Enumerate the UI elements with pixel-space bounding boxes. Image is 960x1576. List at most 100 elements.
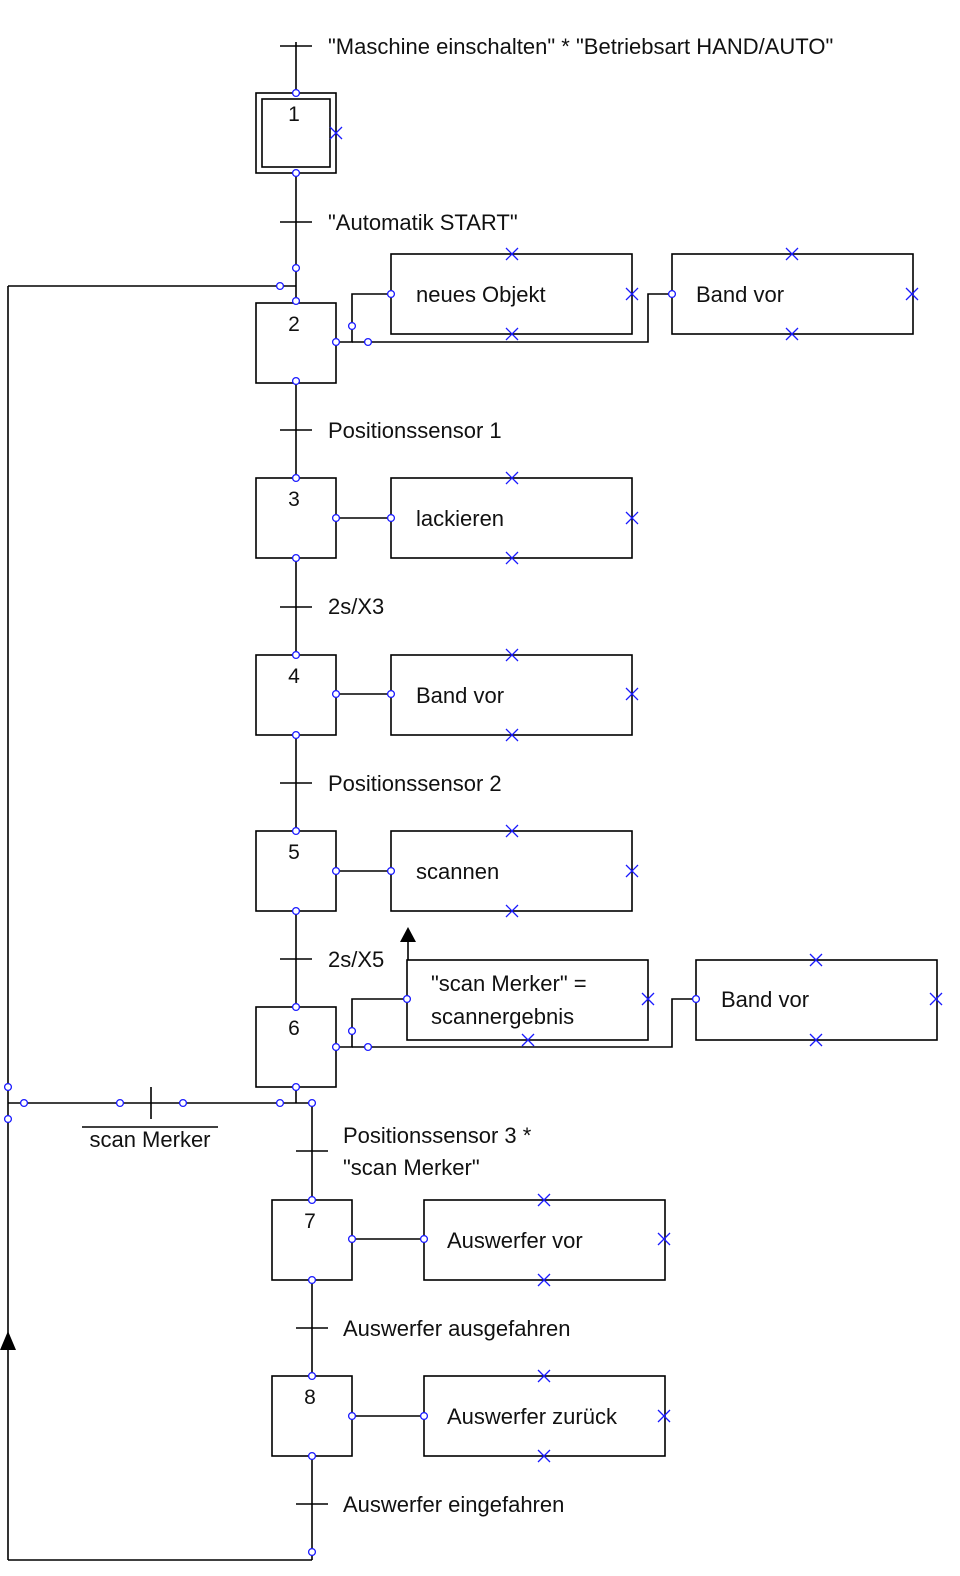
- connection-cross: [641, 992, 655, 1006]
- connection-dot: [307, 1371, 317, 1381]
- connection-cross: [625, 687, 639, 701]
- connection-cross: [905, 287, 919, 301]
- connection-dot: [291, 1082, 301, 1092]
- action-label: Band vor: [696, 282, 784, 307]
- connection-dot: [307, 1451, 317, 1461]
- action-band-vor-step2[interactable]: Band vor: [671, 253, 914, 335]
- connection-cross: [537, 1369, 551, 1383]
- connection-dot: [386, 513, 396, 523]
- action-label: scannen: [416, 859, 499, 884]
- action-auswerfer-vor[interactable]: Auswerfer vor: [423, 1199, 666, 1281]
- connection-dot: [3, 1082, 13, 1092]
- connection-dot: [347, 1411, 357, 1421]
- connection-dot: [3, 1114, 13, 1124]
- connection-dot: [291, 730, 301, 740]
- action-scannen[interactable]: scannen: [390, 830, 633, 912]
- connection-dot: [275, 1098, 285, 1108]
- transition-label: 2s/X3: [328, 594, 384, 619]
- action-label: Band vor: [416, 683, 504, 708]
- transition-label: Auswerfer eingefahren: [343, 1492, 564, 1517]
- connection-dot: [291, 376, 301, 386]
- connection-cross: [505, 327, 519, 341]
- action-label: Band vor: [721, 987, 809, 1012]
- step-number: 7: [304, 1210, 316, 1233]
- loop-arrow-up: [0, 1331, 16, 1350]
- action-lackieren[interactable]: lackieren: [390, 477, 633, 559]
- step-1[interactable]: 1: [255, 92, 337, 174]
- connection-dot: [307, 1275, 317, 1285]
- connection-cross: [505, 551, 519, 565]
- connection-dot: [386, 289, 396, 299]
- connection-dot: [291, 296, 301, 306]
- transition-label: Auswerfer ausgefahren: [343, 1316, 570, 1341]
- step-number: 4: [288, 665, 300, 688]
- transition-label-line2: "scan Merker": [343, 1155, 480, 1180]
- connection-dot: [667, 289, 677, 299]
- connection-dot: [307, 1547, 317, 1557]
- step-number: 1: [288, 103, 300, 126]
- connection-cross: [625, 511, 639, 525]
- transition-label: Positionssensor 1: [328, 418, 502, 443]
- step-5[interactable]: 5: [255, 830, 337, 912]
- connection-cross: [537, 1193, 551, 1207]
- connection-cross: [505, 648, 519, 662]
- connection-dot: [291, 88, 301, 98]
- actions: neues Objekt Band vor lackieren Band vor…: [390, 253, 938, 1457]
- action-auswerfer-zurueck[interactable]: Auswerfer zurück: [423, 1375, 666, 1457]
- connection-cross: [505, 471, 519, 485]
- step-4[interactable]: 4: [255, 654, 337, 736]
- step-number: 8: [304, 1386, 316, 1409]
- connection-dot: [291, 906, 301, 916]
- connection-cross: [785, 247, 799, 261]
- connection-dot: [291, 826, 301, 836]
- action-label: "scan Merker" =: [431, 971, 587, 996]
- transition-label: Positionssensor 2: [328, 771, 502, 796]
- branch-transition-label: scan Merker: [89, 1127, 210, 1152]
- effect-arrow-up: [400, 927, 416, 942]
- step-number: 5: [288, 841, 300, 864]
- transition-label: "Automatik START": [328, 210, 518, 235]
- connection-dot: [331, 689, 341, 699]
- action-scan-merker[interactable]: "scan Merker" = scannergebnis: [406, 959, 649, 1041]
- action-band-vor-step4[interactable]: Band vor: [390, 654, 633, 736]
- action-label: neues Objekt: [416, 282, 546, 307]
- connection-dot: [419, 1234, 429, 1244]
- action-label: Auswerfer vor: [447, 1228, 583, 1253]
- action-label-line2: scannergebnis: [431, 1004, 574, 1029]
- connection-dot: [178, 1098, 188, 1108]
- connection-cross: [505, 824, 519, 838]
- action-neues-objekt[interactable]: neues Objekt: [390, 253, 633, 335]
- connection-dot: [347, 1234, 357, 1244]
- step-6[interactable]: 6: [255, 1006, 337, 1088]
- arrows: [0, 927, 416, 1350]
- connection-markers: [3, 88, 943, 1557]
- connection-dot: [307, 1195, 317, 1205]
- step-7[interactable]: 7: [271, 1199, 353, 1281]
- transition-label: 2s/X5: [328, 947, 384, 972]
- step-number: 6: [288, 1017, 300, 1040]
- action-band-vor-step6[interactable]: Band vor: [695, 959, 938, 1041]
- step-3[interactable]: 3: [255, 477, 337, 559]
- step-8[interactable]: 8: [271, 1375, 353, 1457]
- connection-dot: [691, 994, 701, 1004]
- transition-label: Positionssensor 3 *: [343, 1123, 532, 1148]
- step-number: 2: [288, 313, 300, 336]
- connection-cross: [657, 1232, 671, 1246]
- connection-dot: [291, 650, 301, 660]
- step-2[interactable]: 2: [255, 302, 337, 384]
- connection-cross: [625, 287, 639, 301]
- connection-cross: [809, 1033, 823, 1047]
- connection-dot: [291, 473, 301, 483]
- connection-cross: [505, 247, 519, 261]
- connection-dot: [19, 1098, 29, 1108]
- action-label: lackieren: [416, 506, 504, 531]
- connection-cross: [537, 1273, 551, 1287]
- transition-label: "Maschine einschalten" * "Betriebsart HA…: [328, 34, 833, 59]
- connection-dot: [386, 866, 396, 876]
- transition-bars: [82, 45, 328, 1505]
- connection-cross: [521, 1033, 535, 1047]
- connection-dot: [275, 281, 285, 291]
- connection-cross: [625, 864, 639, 878]
